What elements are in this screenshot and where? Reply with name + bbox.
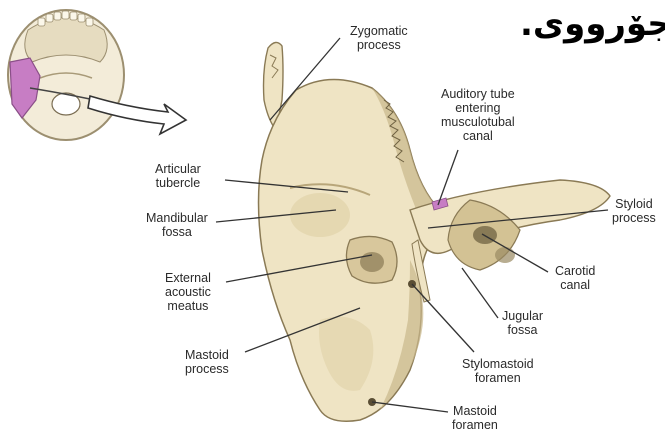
page-title: جۆرووی.: [520, 4, 665, 44]
temporal-bone: [259, 42, 611, 421]
skull-inset: [8, 10, 140, 140]
